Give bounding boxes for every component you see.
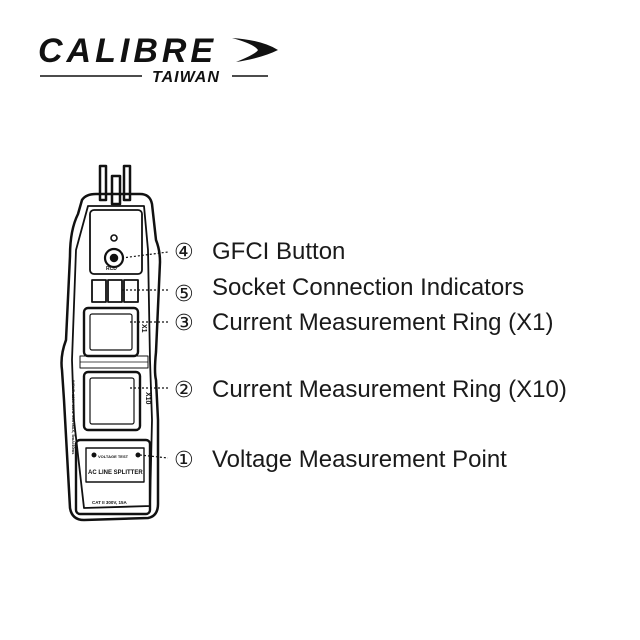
voltage-test-point-left[interactable] [91, 452, 97, 458]
callout-x1: ③ Current Measurement Ring (X1) [174, 309, 553, 337]
callout-label: Current Measurement Ring (X10) [212, 376, 567, 403]
indicator-window-3 [123, 279, 139, 303]
callout-number: ① [174, 447, 194, 473]
callout-number: ④ [174, 239, 194, 265]
current-ring-x1 [82, 306, 140, 358]
plug-prong-right [122, 164, 132, 202]
voltage-test-label: VOLTAGE TEST [98, 454, 129, 459]
gfci-panel [89, 209, 143, 275]
current-ring-x1-inner [89, 313, 133, 351]
device-body-outline [60, 192, 162, 522]
calibre-logo: CALIBRE TAIWAN [38, 32, 278, 86]
callout-voltage: ① Voltage Measurement Point [174, 446, 507, 474]
current-ring-x10-inner [89, 377, 135, 425]
gfci-button-center [109, 253, 119, 263]
indicator-window-2 [107, 279, 123, 303]
callout-indicators: ⑤ Socket Connection Indicators [174, 268, 525, 308]
leader-line-voltage [139, 454, 169, 459]
rating-label: CAT II 300V, 15A [92, 500, 128, 505]
product-label: AC LINE SPLITTER [88, 470, 143, 476]
voltage-test-window [85, 447, 145, 483]
plug-ground-pin [110, 174, 122, 206]
indicator-hole-icon [110, 234, 118, 242]
indicator-window-1 [91, 279, 107, 303]
voltage-test-point-right[interactable] [135, 452, 141, 458]
leader-line-gfci [121, 251, 169, 259]
current-ring-x10 [82, 370, 142, 432]
x1-label: X1 [140, 324, 147, 333]
logo-subtitle: TAIWAN [152, 69, 220, 86]
callout-label: Voltage Measurement Point [212, 446, 507, 473]
callout-gfci: ④ GFCI Button [174, 238, 345, 266]
callout-number: ② [174, 377, 194, 403]
callout-label: Socket Connection Indicators [212, 273, 525, 301]
x10-label: X10 [144, 392, 151, 405]
callout-x10: ② Current Measurement Ring (X10) [174, 376, 567, 404]
callout-label: Current Measurement Ring (X1) [212, 309, 554, 336]
callout-label: GFCI Button [212, 238, 346, 265]
rcd-label: RCD [106, 266, 117, 272]
input-label: INPUT: 120V 60Hz 15A MAX, 5mA/40ms [71, 380, 76, 455]
voltage-test-panel [74, 438, 152, 516]
logo-swoosh-icon [232, 38, 278, 62]
logo-wordmark: CALIBRE [38, 32, 217, 70]
plug-prong-left [98, 164, 108, 202]
callout-number: ⑤ [174, 282, 194, 307]
callout-number: ③ [174, 310, 194, 336]
